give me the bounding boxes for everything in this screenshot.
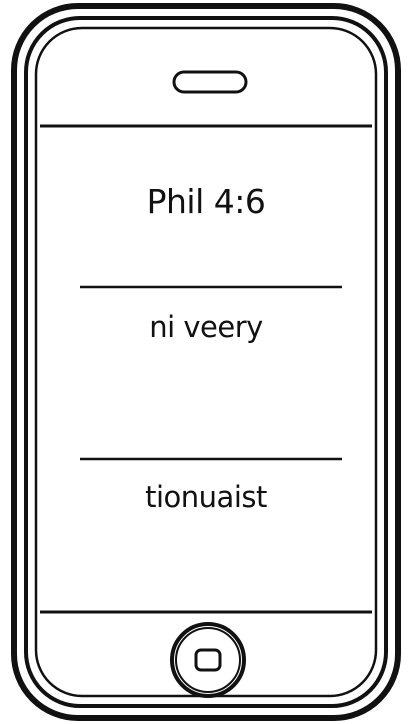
scrambled-word-2: tionuaist <box>145 480 267 514</box>
verse-reference-title: Phil 4:6 <box>146 182 266 221</box>
phone-body-outer <box>11 3 401 721</box>
phone-body-middle <box>24 16 388 708</box>
speaker-slot-icon <box>172 70 248 94</box>
scrambled-word-1: ni veery <box>149 310 263 344</box>
home-button-icon <box>170 622 246 698</box>
